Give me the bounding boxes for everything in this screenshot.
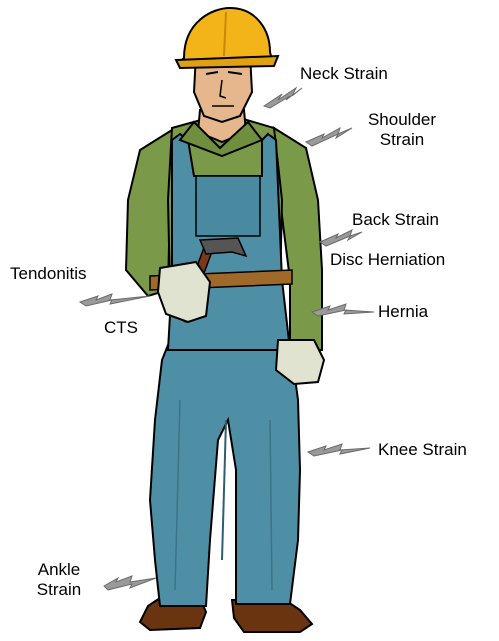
shoulder-strain-line1: Shoulder	[350, 110, 454, 130]
disc-herniation-label: Disc Herniation	[330, 250, 445, 270]
lightning-bolt-icon	[264, 88, 302, 108]
lightning-bolt-icon	[320, 230, 362, 246]
shoulder-strain-line2: Strain	[350, 130, 454, 150]
overalls-legs	[150, 340, 300, 606]
lightning-bolt-icon	[80, 294, 150, 306]
lightning-bolt-icon	[104, 576, 156, 590]
ankle-strain-label: Ankle Strain	[34, 560, 84, 600]
shoulder-strain-label: Shoulder Strain	[350, 110, 454, 150]
lightning-bolt-icon	[308, 444, 370, 456]
lightning-bolt-icon	[306, 128, 352, 146]
cts-label: CTS	[104, 318, 138, 338]
neck-strain-label: Neck Strain	[300, 64, 388, 84]
ankle-strain-line1: Ankle	[34, 560, 84, 580]
tendonitis-label: Tendonitis	[10, 264, 87, 284]
hernia-label: Hernia	[378, 302, 428, 322]
hard-hat-icon	[176, 8, 278, 68]
ankle-strain-line2: Strain	[34, 580, 84, 600]
knee-strain-label: Knee Strain	[378, 440, 467, 460]
back-strain-label: Back Strain	[352, 210, 439, 230]
